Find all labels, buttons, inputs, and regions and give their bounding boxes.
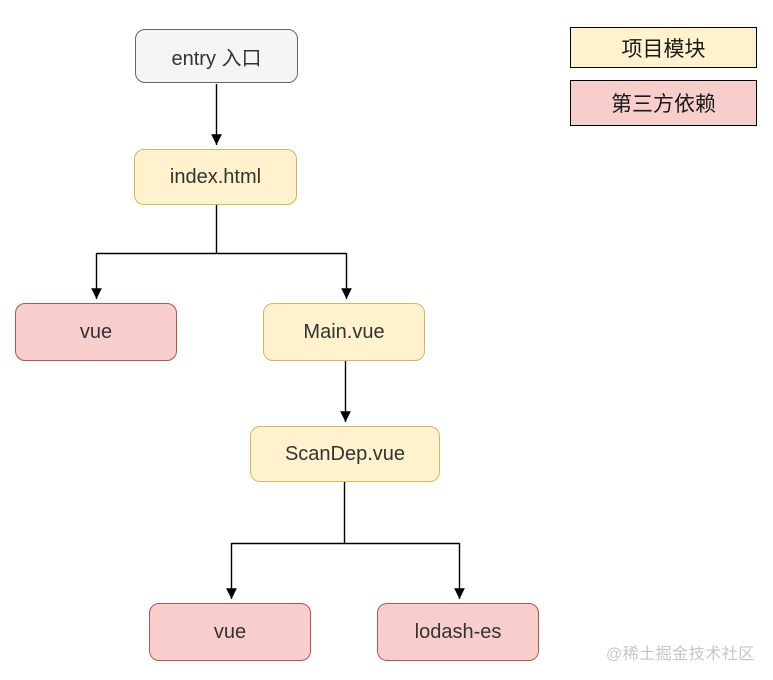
node-scandep-vue: ScanDep.vue xyxy=(250,426,440,482)
legend-project-module: 项目模块 xyxy=(570,27,757,68)
watermark-text: @稀土掘金技术社区 xyxy=(606,646,755,663)
node-main-vue: Main.vue xyxy=(263,303,425,361)
legend-third-party-dependency: 第三方依赖 xyxy=(570,80,757,126)
node-index-html: index.html xyxy=(134,149,297,205)
node-vue-dependency-bottom: vue xyxy=(149,603,311,661)
node-vue-dependency-top: vue xyxy=(15,303,177,361)
node-lodash-es: lodash-es xyxy=(377,603,539,661)
node-entry: entry 入口 xyxy=(135,29,298,83)
